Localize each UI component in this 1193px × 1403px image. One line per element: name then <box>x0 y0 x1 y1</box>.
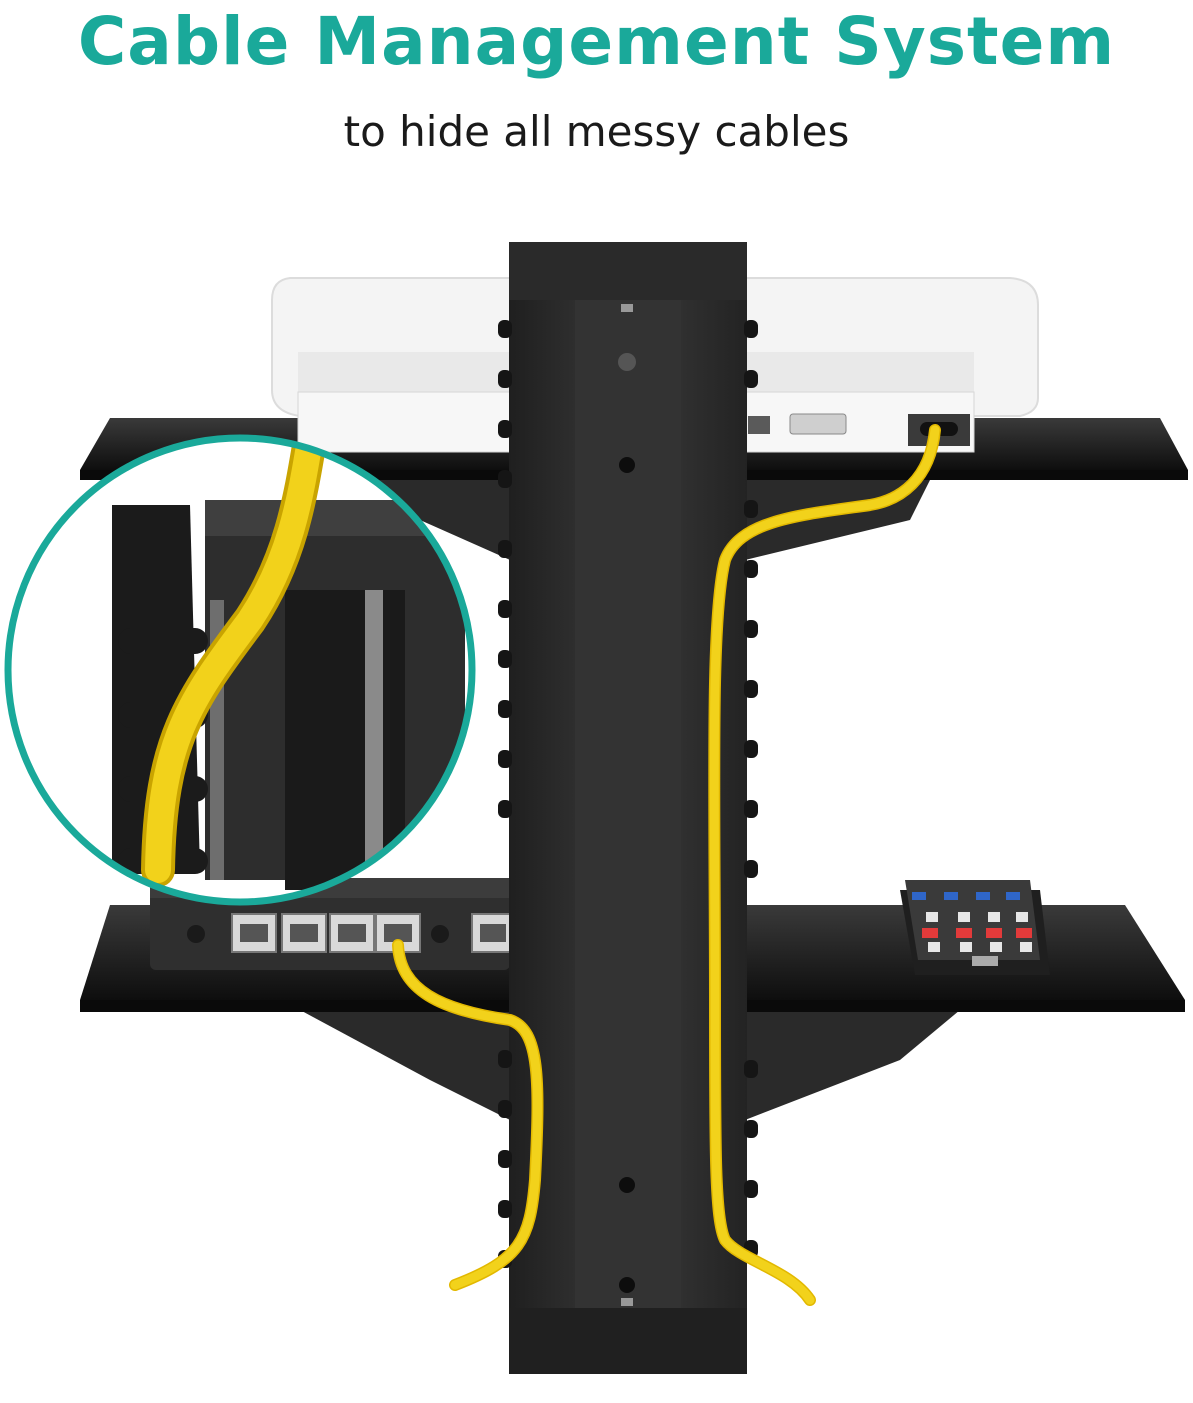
zoom-callout-circle <box>4 434 476 906</box>
media-shelf-pole <box>498 242 758 1374</box>
page-subtitle: to hide all messy cables <box>343 107 850 156</box>
lower-shelf-bracket <box>300 1010 960 1120</box>
remote-control <box>900 880 1050 975</box>
page-title: Cable Management System <box>77 3 1116 80</box>
yellow-cable <box>392 424 941 1306</box>
